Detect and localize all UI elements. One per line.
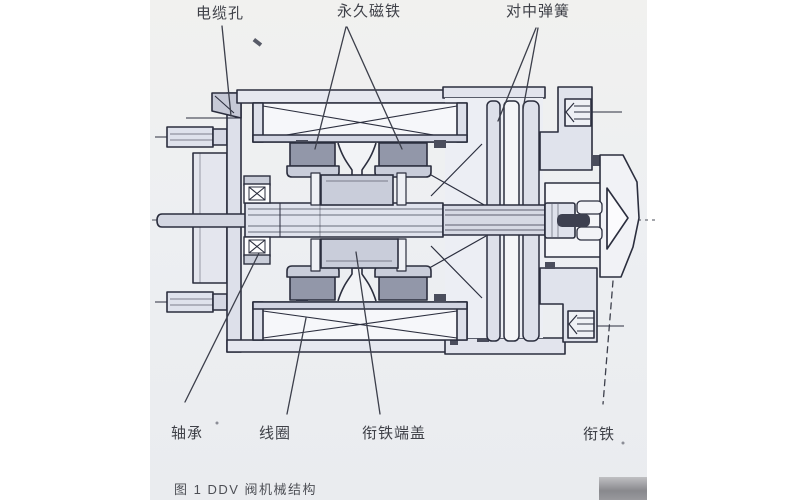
leader-magnet-right xyxy=(346,26,403,150)
figure-caption: 图 1 DDV 阀机械结构 xyxy=(174,482,318,497)
inner-rod xyxy=(557,214,590,227)
label-permanent-magnet: 永久磁铁 xyxy=(337,3,402,20)
shaft xyxy=(156,202,546,238)
leader-lines xyxy=(184,25,614,415)
leader-end-cover xyxy=(355,251,381,415)
leader-bearing xyxy=(184,252,260,403)
label-cable-hole: 电缆孔 xyxy=(196,5,245,22)
coil-top xyxy=(252,102,468,148)
label-bearing: 轴承 xyxy=(171,425,204,442)
scan-specks xyxy=(215,37,625,445)
leader-cable-hole xyxy=(221,25,232,117)
label-coil: 线圈 xyxy=(259,425,292,442)
armature-end-cover-blocks xyxy=(320,174,399,269)
hex-bolt-bottom xyxy=(567,310,624,339)
photo-corner-shadow xyxy=(599,477,647,500)
leader-coil xyxy=(286,317,307,415)
flapper-nozzle-bottom xyxy=(337,267,377,302)
label-armature: 衔铁 xyxy=(583,426,616,443)
armature-right-assembly xyxy=(539,86,640,343)
label-armature-end-cover: 衔铁端盖 xyxy=(362,425,427,442)
leader-armature-dashed xyxy=(602,280,614,405)
bearing-bottom xyxy=(243,236,271,265)
leader-magnet-left xyxy=(314,26,347,150)
label-centering-spring: 对中弹簧 xyxy=(506,3,571,20)
hex-bolt-top xyxy=(564,98,622,127)
leader-spring-right xyxy=(522,27,539,110)
bearing-top xyxy=(243,175,271,204)
flapper-nozzle-top xyxy=(337,142,377,177)
leader-spring-left xyxy=(497,27,537,122)
